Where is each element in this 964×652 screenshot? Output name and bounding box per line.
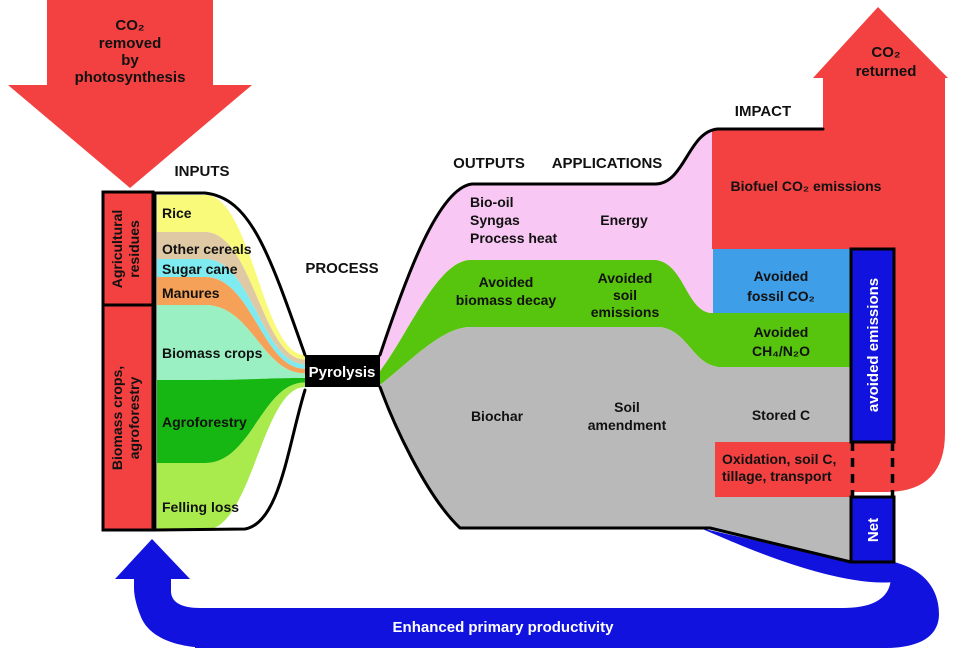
loop-under-gray-wedge <box>700 528 894 583</box>
felling-loss-label: Felling loss <box>162 499 239 515</box>
sugar-cane-ribbon <box>157 259 305 369</box>
net-rect <box>849 495 896 564</box>
other-cereals-label: Other cereals <box>162 241 252 257</box>
green-avoided-band <box>380 260 851 385</box>
manures-label: Manures <box>162 285 220 301</box>
other-cereals-ribbon <box>157 232 305 365</box>
oxidation-line2: tillage, transport <box>722 468 832 484</box>
inputs-header: INPUTS <box>174 163 229 180</box>
avoided-fossil-block <box>713 249 851 313</box>
biomass-agroforestry-label-2: agroforestry <box>126 377 142 460</box>
biomass-crops-ribbon <box>157 305 305 380</box>
co2-removed-label: CO₂ removed by photosynthesis <box>75 17 186 86</box>
avoided-ch4-line2: CH₄/N₂O <box>752 343 810 359</box>
bio-oil-line1: Bio-oil <box>470 194 514 210</box>
avoided-emissions-bar: avoided emissions <box>849 247 896 444</box>
agroforestry-ribbon <box>157 378 305 463</box>
fan-top-outline <box>378 127 825 357</box>
soil-amendment-line1: Soil <box>614 399 640 415</box>
energy-label: Energy <box>600 212 648 228</box>
loop-bottom-band <box>195 608 885 648</box>
rice-ribbon <box>157 195 305 360</box>
gray-biochar-band <box>380 327 851 562</box>
biomass-agroforestry-bar <box>101 303 155 532</box>
avoided-soil-line1: Avoided <box>598 270 653 286</box>
oxidation-block <box>715 442 851 497</box>
co2-removed-line3: by <box>121 52 139 69</box>
co2-removed-line2: removed <box>99 35 162 52</box>
input-group-bar: Agricultural residues Biomass crops, agr… <box>101 190 155 532</box>
loop-label: Enhanced primary productivity <box>393 619 615 636</box>
biofuel-label: Biofuel CO₂ emissions <box>731 178 882 194</box>
biomass-agroforestry-label-1: Biomass crops, <box>109 366 125 470</box>
avoided-decay-line1: Avoided <box>479 274 534 290</box>
rice-label: Rice <box>162 205 192 221</box>
avoided-fossil-line1: Avoided <box>754 268 809 284</box>
impact-labels: Biofuel CO₂ emissions Avoided fossil CO₂… <box>722 178 882 484</box>
applications-header: APPLICATIONS <box>552 155 663 172</box>
co2-returned-line1: CO₂ <box>871 44 900 61</box>
avoided-soil-line3: emissions <box>591 304 660 320</box>
funnel-bottom-outline <box>153 388 307 532</box>
agricultural-residues-label-1: Agricultural <box>109 210 125 289</box>
net-label: Net <box>865 518 882 542</box>
biomass-crops-label: Biomass crops <box>162 345 263 361</box>
co2-removed-line4: photosynthesis <box>75 69 186 86</box>
stored-c-label: Stored C <box>752 407 810 423</box>
enhanced-productivity-loop: Enhanced primary productivity <box>115 528 939 648</box>
avoided-soil-line2: soil <box>613 287 637 303</box>
loop-up-arrow <box>115 539 255 648</box>
manures-ribbon <box>157 277 305 374</box>
pyrolysis-node: Pyrolysis <box>305 355 380 387</box>
fan-bottom-outline <box>378 385 853 564</box>
oxidation-line1: Oxidation, soil C, <box>722 451 836 467</box>
bio-oil-line2: Syngas <box>470 212 520 228</box>
soil-amendment-line2: amendment <box>588 417 667 433</box>
net-bar: Net <box>849 495 896 564</box>
bio-oil-line3: Process heat <box>470 230 557 246</box>
impact-header: IMPACT <box>735 103 791 120</box>
agroforestry-label: Agroforestry <box>162 414 247 430</box>
biochar-label: Biochar <box>471 408 524 424</box>
funnel-top-outline <box>153 191 307 357</box>
avoided-fossil-line2: fossil CO₂ <box>747 288 815 304</box>
sugar-cane-label: Sugar cane <box>162 261 238 277</box>
avoided-ch4-line1: Avoided <box>754 324 809 340</box>
outputs-labels: Bio-oil Syngas Process heat Avoided biom… <box>456 194 558 424</box>
avoided-decay-line2: biomass decay <box>456 292 557 308</box>
felling-loss-ribbon <box>157 382 305 530</box>
co2-removed-line1: CO₂ <box>115 17 144 34</box>
co2-removed-arrow <box>8 0 252 188</box>
outputs-header: OUTPUTS <box>453 155 525 172</box>
agricultural-residues-label-2: residues <box>126 220 142 278</box>
applications-labels: Energy Avoided soil emissions Soil amend… <box>588 212 667 433</box>
avoided-emissions-label: avoided emissions <box>865 278 882 412</box>
process-header: PROCESS <box>305 260 378 277</box>
pyrolysis-box <box>305 355 380 387</box>
pyrolysis-label: Pyrolysis <box>309 364 376 381</box>
input-ribbons <box>157 195 305 530</box>
agricultural-residues-bar <box>101 190 155 307</box>
input-band-labels: Rice Other cereals Sugar cane Manures Bi… <box>162 205 263 515</box>
avoided-emissions-rect <box>849 247 896 444</box>
co2-returned-line2: returned <box>856 63 917 80</box>
co2-returned-label: CO₂ returned <box>856 44 917 80</box>
